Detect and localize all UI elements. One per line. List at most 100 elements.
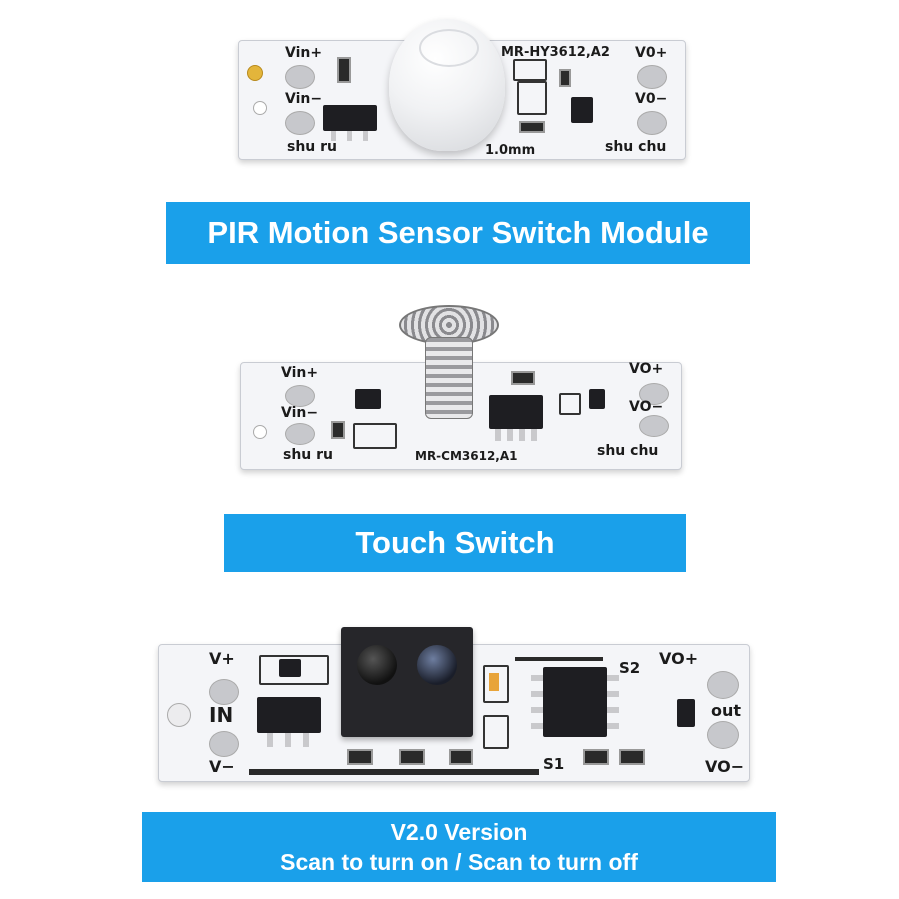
touch-smd-part — [331, 421, 345, 439]
touch-input-pad-2 — [285, 423, 315, 445]
touch-vo-minus-label: VO− — [629, 399, 664, 415]
pir-output-pad-1 — [637, 65, 667, 89]
pir-chip-pin — [363, 131, 368, 141]
pir-vin-minus-label: Vin− — [285, 91, 323, 107]
scan-component-outline — [259, 655, 329, 685]
scan-top-trace — [515, 657, 603, 661]
pir-chip-pin — [347, 131, 352, 141]
touch-ic-chip — [489, 395, 543, 429]
scan-chip-pin — [267, 733, 273, 747]
scan-switch-board: V+ IN V− S2 S1 VO+ out VO− — [158, 627, 750, 782]
touch-mount-hole — [253, 425, 267, 439]
touch-input-pad-1 — [285, 385, 315, 407]
pir-regulator-chip — [323, 105, 377, 131]
scan-ic-pin — [531, 675, 543, 681]
pir-smd-part — [519, 121, 545, 133]
pir-banner-text: PIR Motion Sensor Switch Module — [207, 215, 709, 250]
touch-ic-pin — [507, 429, 513, 441]
scan-s2-label: S2 — [619, 659, 641, 677]
pir-vo-plus-label: V0+ — [635, 45, 668, 61]
scan-ic-chip — [543, 667, 607, 737]
pir-chip-pin — [331, 131, 336, 141]
pir-component-outline — [517, 81, 547, 115]
scan-ic-pin — [531, 723, 543, 729]
touch-vin-plus-label: Vin+ — [281, 365, 319, 381]
touch-shu-chu-label: shu chu — [597, 443, 659, 459]
scan-regulator-chip — [257, 697, 321, 733]
scan-transistor-2 — [677, 699, 695, 727]
pir-component-outline — [513, 59, 547, 81]
touch-spring-coil — [425, 337, 473, 419]
touch-shu-ru-label: shu ru — [283, 447, 334, 463]
pir-shu-ru-label: shu ru — [287, 139, 338, 155]
touch-smd-part — [511, 371, 535, 385]
scan-bottom-trace — [249, 769, 539, 775]
pir-mount-hole-2 — [253, 101, 267, 115]
touch-switch-board: Vin+ Vin− VO+ VO− shu ru MR-CM3612,A1 sh… — [240, 305, 682, 470]
ir-receiver-lens — [417, 645, 457, 685]
pir-input-pad-2 — [285, 111, 315, 135]
scan-input-pad-1 — [209, 679, 239, 705]
touch-output-pad-2 — [639, 415, 669, 437]
scan-vo-minus-label: VO− — [705, 757, 745, 776]
scan-output-pad-1 — [707, 671, 739, 699]
scan-smd-part — [583, 749, 609, 765]
touch-component-outline — [353, 423, 397, 449]
scan-banner-line2: Scan to turn on / Scan to turn off — [280, 849, 638, 875]
scan-ic-pin — [531, 691, 543, 697]
ir-sensor-housing — [341, 627, 473, 737]
scan-smd-part — [347, 749, 373, 765]
pir-vin-plus-label: Vin+ — [285, 45, 323, 61]
scan-s1-label: S1 — [543, 755, 565, 773]
pir-output-pad-2 — [637, 111, 667, 135]
scan-banner: V2.0 Version Scan to turn on / Scan to t… — [142, 812, 776, 882]
pir-dome-facet — [419, 29, 479, 67]
touch-ic-pin — [495, 429, 501, 441]
touch-transistor — [355, 389, 381, 409]
touch-output-pad-1 — [639, 383, 669, 405]
pir-thickness-label: 1.0mm — [485, 143, 536, 158]
touch-banner: Touch Switch — [224, 514, 686, 572]
pir-input-pad-1 — [285, 65, 315, 89]
scan-banner-line1: V2.0 Version — [390, 819, 528, 845]
scan-ic-pin — [607, 707, 619, 713]
scan-led-outline — [483, 665, 509, 703]
scan-transistor — [279, 659, 301, 677]
scan-v-minus-label: V− — [209, 757, 235, 776]
scan-chip-pin — [285, 733, 291, 747]
scan-out-label: out — [711, 701, 742, 720]
scan-led — [489, 673, 499, 691]
touch-transistor-2 — [589, 389, 605, 409]
scan-ic-pin — [531, 707, 543, 713]
scan-vo-plus-label: VO+ — [659, 649, 699, 668]
pir-transistor — [571, 97, 593, 123]
pir-sensor-board: Vin+ Vin− MR-HY3612,A2 V0+ V0− shu ru 1.… — [238, 19, 686, 160]
scan-ic-pin — [607, 723, 619, 729]
scan-in-label: IN — [209, 703, 234, 727]
scan-input-pad-2 — [209, 731, 239, 757]
pir-banner: PIR Motion Sensor Switch Module — [166, 202, 750, 264]
pir-smd-part — [337, 57, 351, 83]
scan-v-plus-label: V+ — [209, 649, 235, 668]
scan-led-outline-2 — [483, 715, 509, 749]
scan-smd-part — [399, 749, 425, 765]
touch-vin-minus-label: Vin− — [281, 405, 319, 421]
scan-mount-hole — [167, 703, 191, 727]
touch-banner-text: Touch Switch — [355, 525, 555, 560]
scan-ic-pin — [607, 691, 619, 697]
touch-vo-plus-label: VO+ — [629, 361, 664, 377]
pir-vo-minus-label: V0− — [635, 91, 668, 107]
touch-ic-pin — [531, 429, 537, 441]
scan-chip-pin — [303, 733, 309, 747]
pir-mount-hole — [247, 65, 263, 81]
scan-ic-pin — [607, 675, 619, 681]
touch-model-label: MR-CM3612,A1 — [415, 449, 518, 463]
touch-component-outline — [559, 393, 581, 415]
touch-ic-pin — [519, 429, 525, 441]
scan-smd-part — [619, 749, 645, 765]
pir-shu-chu-label: shu chu — [605, 139, 667, 155]
scan-smd-part — [449, 749, 473, 765]
scan-output-pad-2 — [707, 721, 739, 749]
pir-model-label: MR-HY3612,A2 — [501, 45, 610, 60]
ir-emitter-lens — [357, 645, 397, 685]
